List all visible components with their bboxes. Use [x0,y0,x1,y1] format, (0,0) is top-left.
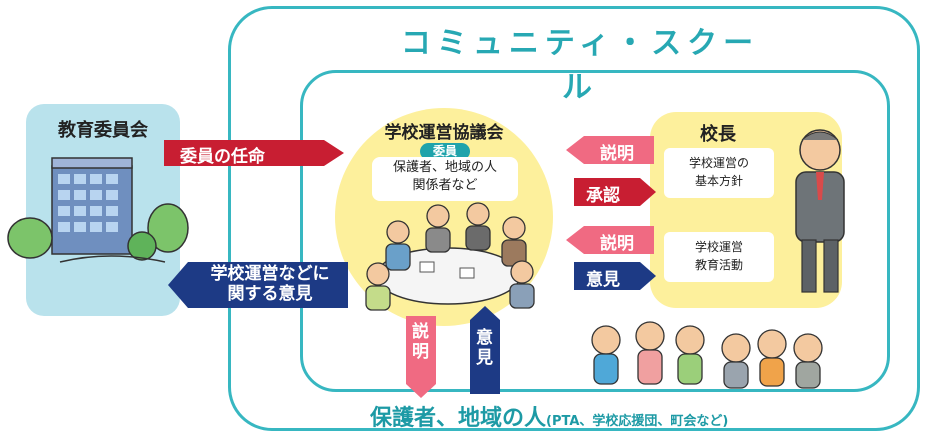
explain-mid-arrow [566,226,654,254]
principal-title: 校長 [700,124,736,145]
community-people-illustration [591,321,823,389]
school-frame [300,70,890,392]
committee-badge: 委員 [420,143,470,160]
appoint-arrow [164,140,344,166]
opinion-to-principal-arrow [574,262,656,290]
community-school-title: コミュニティ・スクール [400,26,760,105]
school-activities-box: 学校運営 教育活動 [664,232,774,282]
opinion-to-principal-label: 意見 [586,270,620,290]
explain-down-label: 説明 [412,322,429,362]
explain-down-arrow [406,316,436,398]
opinion-up-arrow [470,306,500,394]
explain-mid-label: 説明 [600,234,634,254]
approve-arrow [574,178,656,206]
principal-illustration [795,129,845,293]
community-title: 保護者、地域の人 [370,406,547,431]
explain-top-label: 説明 [600,144,634,164]
community-label: 保護者、地域の人(PTA、学校応援団、町会など) [370,400,910,432]
opinion-to-board-label: 学校運営などに 関する意見 [210,264,330,304]
approve-label: 承認 [586,186,620,206]
school-building-illustration [7,157,189,263]
opinion-to-board-arrow [168,262,348,308]
community-school-frame [228,6,920,431]
board-of-education-title: 教育委員会 [58,120,148,141]
basic-policy-box: 学校運営の 基本方針 [664,148,774,198]
opinion-up-label: 意見 [476,328,493,368]
council-title: 学校運営協議会 [384,123,504,143]
explain-top-arrow [566,136,654,164]
council-members-box: 保護者、地域の人 関係者など [372,157,518,201]
meeting-illustration [365,202,535,311]
appoint-label: 委員の任命 [180,147,265,167]
community-note: (PTA、学校応援団、町会など) [546,414,729,429]
